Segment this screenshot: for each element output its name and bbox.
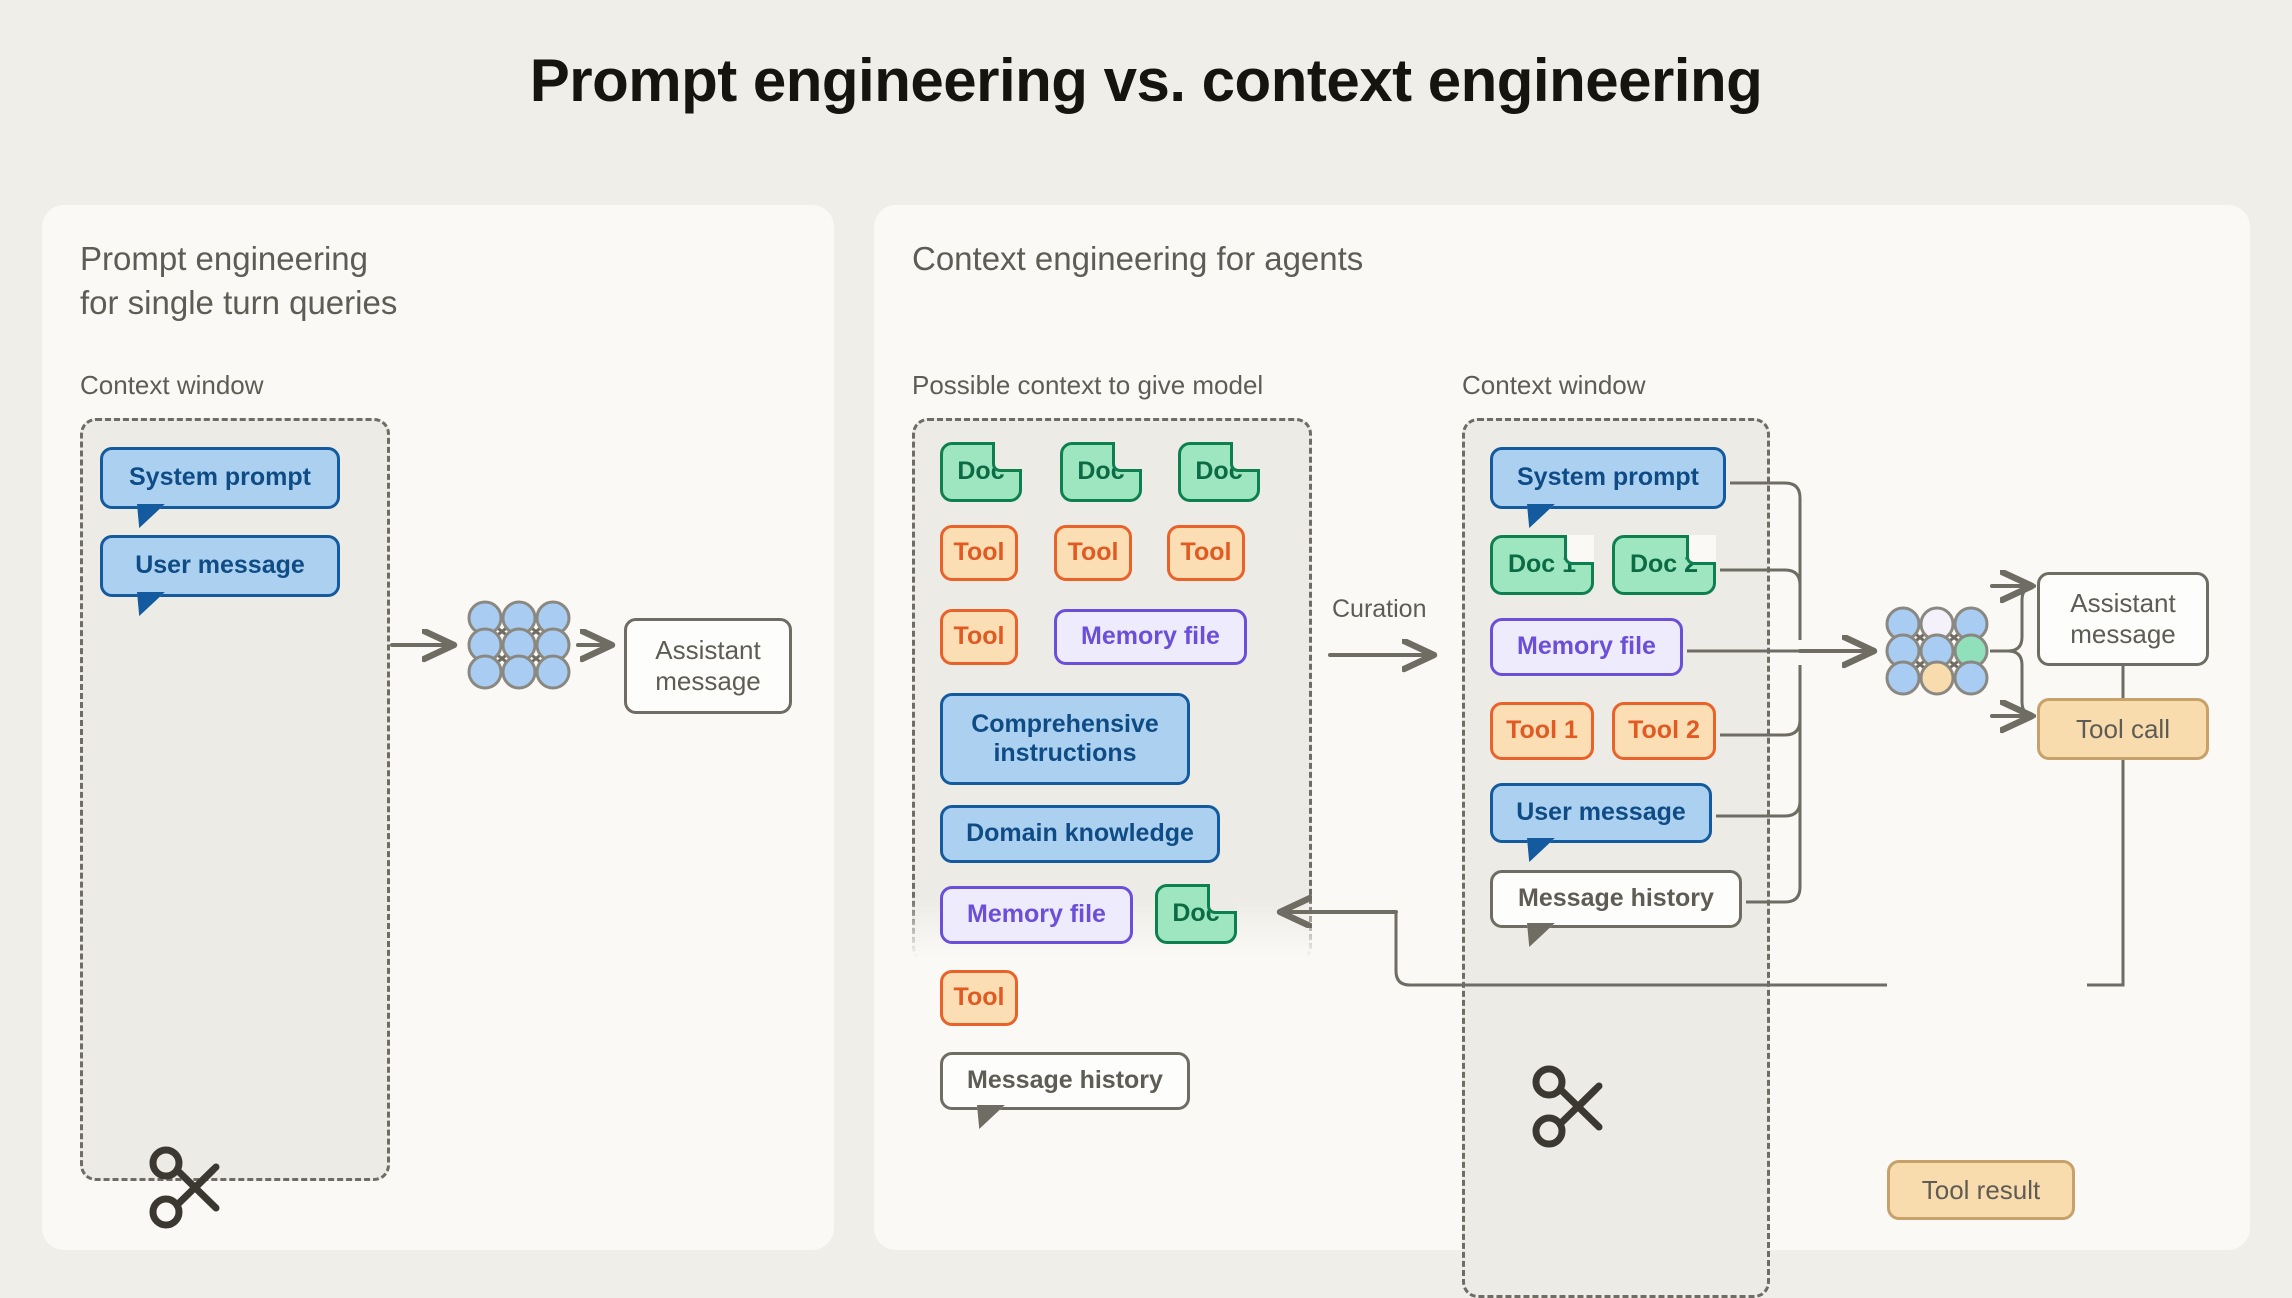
chip-memory-file-right[interactable]: Memory file xyxy=(1490,618,1683,676)
chip-tool-5[interactable]: Tool xyxy=(940,970,1018,1026)
chip-system-prompt-left[interactable]: System prompt xyxy=(100,447,340,528)
page-title: Prompt engineering vs. context engineeri… xyxy=(529,47,1763,114)
chip-doc-2[interactable]: Doc xyxy=(1060,442,1142,502)
chip-doc-one[interactable]: Doc 1 xyxy=(1490,535,1594,595)
chip-label: Message history xyxy=(1518,884,1714,913)
chip-label: Tool xyxy=(953,983,1005,1012)
chip-doc-4[interactable]: Doc xyxy=(1155,884,1237,944)
box-assistant-message-right[interactable]: Assistant message xyxy=(2037,572,2209,666)
chip-label: Message history xyxy=(967,1066,1163,1095)
chip-memory-file-1[interactable]: Memory file xyxy=(1054,609,1247,665)
chip-memory-file-2[interactable]: Memory file xyxy=(940,886,1133,944)
chip-message-history-right[interactable]: Message history xyxy=(1490,870,1742,947)
box-label: Assistant message xyxy=(655,635,761,696)
box-label: Tool result xyxy=(1921,1174,2041,1205)
chip-label: Domain knowledge xyxy=(966,819,1194,848)
chip-comprehensive-instructions[interactable]: Comprehensive instructions xyxy=(940,693,1190,785)
chip-tool-3[interactable]: Tool xyxy=(1167,525,1245,581)
chip-label: Memory file xyxy=(1517,632,1656,661)
chip-user-message-right[interactable]: User message xyxy=(1490,783,1712,862)
panel-left-title: Prompt engineering for single turn queri… xyxy=(80,240,398,321)
chip-label: Tool xyxy=(953,622,1005,651)
chip-label: System prompt xyxy=(129,463,311,492)
label-curation: Curation xyxy=(1332,595,1427,623)
chip-tool-one[interactable]: Tool 1 xyxy=(1490,702,1594,760)
chip-label: Tool 1 xyxy=(1506,716,1578,745)
chip-label: Tool xyxy=(1180,538,1232,567)
chip-doc-two[interactable]: Doc 2 xyxy=(1612,535,1716,595)
page-fold-icon xyxy=(1112,442,1142,472)
box-tool-result[interactable]: Tool result xyxy=(1887,1160,2075,1220)
chip-user-message-left[interactable]: User message xyxy=(100,535,340,616)
chip-label: User message xyxy=(1516,798,1686,827)
chip-label: User message xyxy=(135,551,305,580)
context-window-left xyxy=(80,418,390,1181)
chip-label: System prompt xyxy=(1517,463,1699,492)
chip-label: Memory file xyxy=(967,900,1106,929)
page-fold-icon xyxy=(1230,442,1260,472)
chip-tool-two[interactable]: Tool 2 xyxy=(1612,702,1716,760)
chip-domain-knowledge[interactable]: Domain knowledge xyxy=(940,805,1220,863)
page-fold-icon xyxy=(1686,535,1716,565)
chip-system-prompt-right[interactable]: System prompt xyxy=(1490,447,1726,528)
page-fold-icon xyxy=(992,442,1022,472)
panel-prompt-engineering: Prompt engineering for single turn queri… xyxy=(42,205,834,1250)
chip-tool-2[interactable]: Tool xyxy=(1054,525,1132,581)
page-fold-icon xyxy=(1564,535,1594,565)
bubble-tail-icon xyxy=(977,1105,1005,1129)
panel-context-engineering: Context engineering for agents Possible … xyxy=(874,205,2250,1298)
page-fold-icon xyxy=(1207,884,1237,914)
box-assistant-message-left[interactable]: Assistant message xyxy=(624,618,792,714)
chip-tool-4[interactable]: Tool xyxy=(940,609,1018,665)
label-context-window-left: Context window xyxy=(80,370,264,400)
box-tool-call[interactable]: Tool call xyxy=(2037,698,2209,760)
chip-label: Tool xyxy=(953,538,1005,567)
chip-label: Comprehensive instructions xyxy=(971,709,1159,768)
label-possible-context: Possible context to give model xyxy=(912,370,1264,400)
chip-message-history-left[interactable]: Message history xyxy=(940,1052,1190,1129)
panel-right-title: Context engineering for agents xyxy=(912,240,1364,277)
chip-doc-1[interactable]: Doc xyxy=(940,442,1022,502)
chip-label: Tool 2 xyxy=(1628,716,1700,745)
chip-doc-3[interactable]: Doc xyxy=(1178,442,1260,502)
possible-context-box xyxy=(909,418,1315,966)
chip-label: Tool xyxy=(1067,538,1119,567)
label-context-window-right: Context window xyxy=(1462,370,1646,400)
box-label: Tool call xyxy=(2076,713,2170,744)
chip-label: Memory file xyxy=(1081,622,1220,651)
chip-tool-1[interactable]: Tool xyxy=(940,525,1018,581)
box-label: Assistant message xyxy=(2070,588,2176,649)
